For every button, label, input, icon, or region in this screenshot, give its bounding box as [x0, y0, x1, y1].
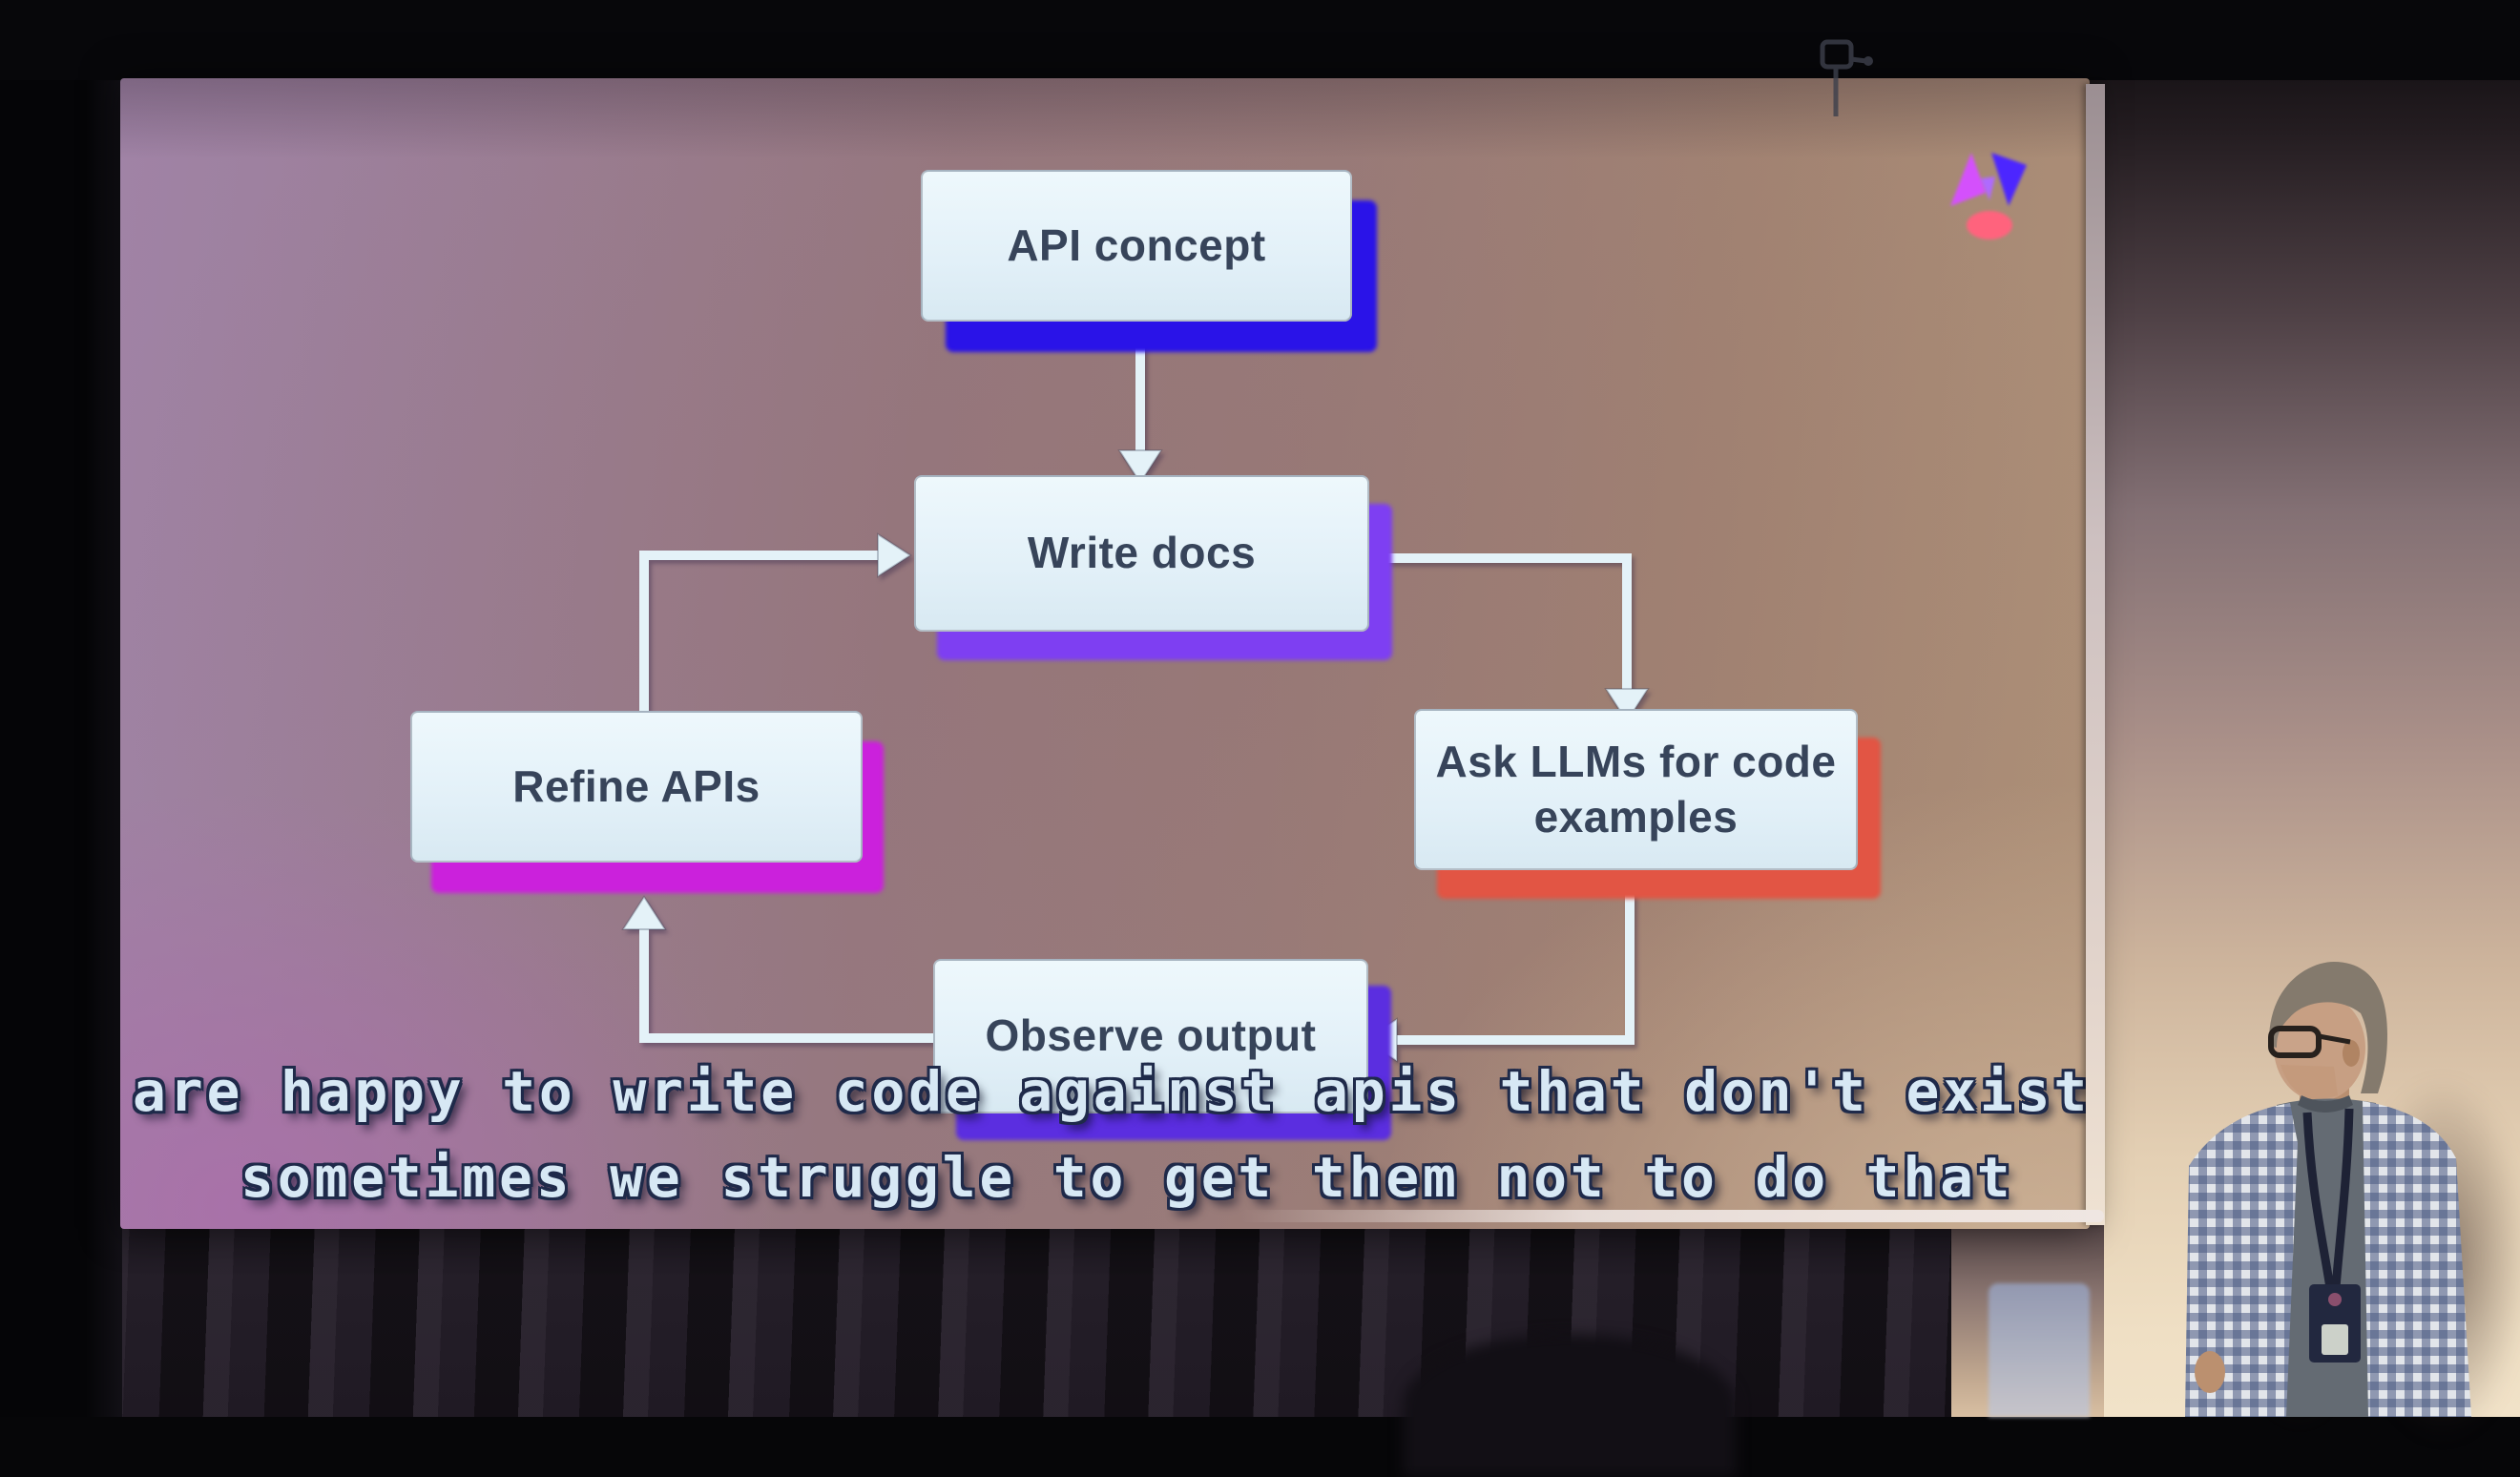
- projection-screen: API concept Write docs Refine APIs Ask L…: [120, 78, 2090, 1229]
- presenter-tshirt-collar: [2298, 1095, 2353, 1113]
- arrow-ask-to-observe: [1395, 868, 1635, 1045]
- presenter-badge-logo: [2328, 1293, 2342, 1306]
- conference-logo-icon: [1950, 153, 2027, 239]
- arrow-observe-to-refine: [639, 927, 933, 1043]
- flow-node-refine-apis: Refine APIs: [410, 711, 863, 863]
- screen-right-bezel: [2086, 84, 2105, 1225]
- chair-object: [1989, 1283, 2090, 1417]
- screen-clamp-silhouette: [1820, 39, 1873, 116]
- arrow-write-to-ask: [1367, 553, 1632, 691]
- presenter-hand: [2195, 1351, 2225, 1393]
- audience-head-silhouette: [1403, 1334, 1737, 1477]
- stage-left-dark-edge: [0, 0, 122, 1417]
- screen-bottom-edge-highlight: [1240, 1210, 2104, 1222]
- presenter-shirt-right: [2363, 1101, 2471, 1417]
- arrow-refine-to-write: [639, 551, 878, 711]
- presenter-lanyard-left: [2302, 1112, 2335, 1289]
- live-caption-line2: sometimes we struggle to get them not to…: [240, 1145, 2014, 1210]
- flowchart-arrows: [621, 321, 1650, 1063]
- flow-node-ask-llms: Ask LLMs for code examples: [1414, 709, 1858, 870]
- presenter: [2185, 962, 2471, 1417]
- arrowhead-write-to-ask: [1604, 688, 1650, 723]
- stage-curtain: [0, 1214, 2099, 1417]
- presenter-badge-photo: [2322, 1324, 2348, 1355]
- flow-node-write-docs: Write docs: [914, 475, 1369, 632]
- flow-node-api-concept: API concept: [921, 170, 1352, 322]
- presenter-glasses: [2268, 1026, 2322, 1058]
- live-caption-line1: are happy to write code against apis tha…: [133, 1059, 2090, 1124]
- flow-node-observe-output: Observe output: [933, 959, 1368, 1113]
- arrowhead-observe-to-refine: [621, 895, 667, 930]
- presenter-lanyard-right: [2331, 1108, 2354, 1289]
- presenter-jaw: [2280, 1065, 2338, 1101]
- arrowhead-api-to-write: [1117, 449, 1163, 485]
- presenter-glasses-temple: [2318, 1033, 2351, 1045]
- presenter-ear: [2343, 1040, 2360, 1067]
- ceiling-dark-band: [0, 0, 2520, 80]
- presenter-shirt-left: [2185, 1103, 2298, 1417]
- presenter-hair: [2268, 962, 2387, 1093]
- arrowhead-refine-to-write: [877, 532, 912, 578]
- arrowhead-ask-to-observe: [1363, 1017, 1398, 1063]
